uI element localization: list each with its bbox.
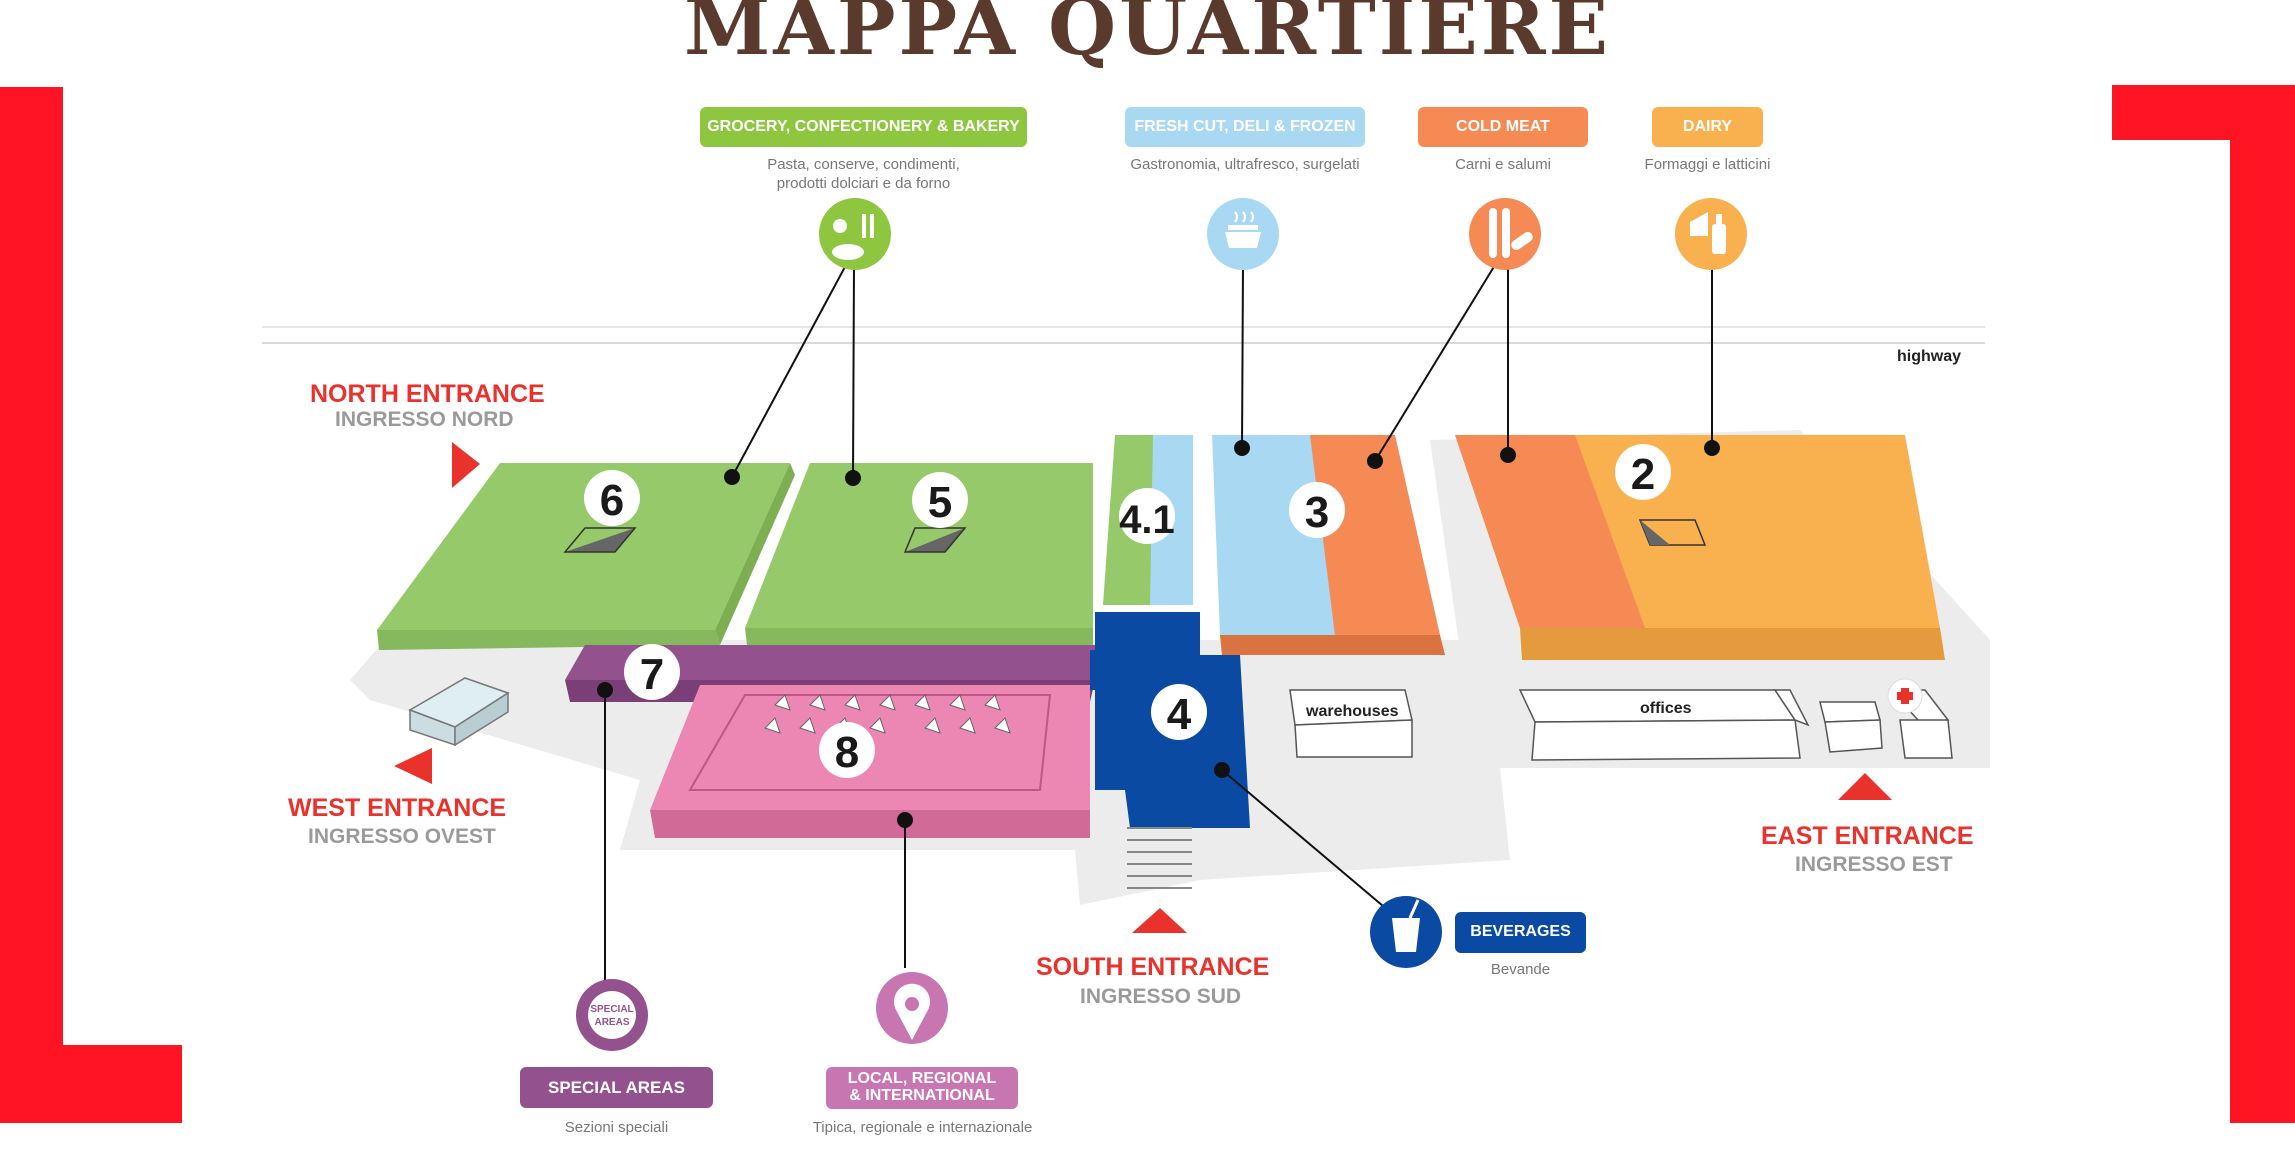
offices-label: offices: [1640, 700, 1692, 717]
local-label-line1: LOCAL, REGIONAL: [847, 1070, 997, 1088]
local-category-pill[interactable]: LOCAL, REGIONAL & INTERNATIONAL: [826, 1067, 1018, 1109]
sausage-icon: [1469, 198, 1541, 270]
bakery-icon: [819, 198, 891, 270]
offices-building: [1518, 689, 1810, 761]
pavilion-3[interactable]: [1212, 435, 1445, 655]
drink-cup-icon: [1370, 896, 1442, 968]
east-entrance-arrow: [1838, 773, 1892, 800]
dairy-category-pill[interactable]: DAIRY: [1652, 107, 1763, 147]
west-entrance-sub: INGRESSO OVEST: [308, 825, 496, 848]
special-icon-text-2: AREAS: [594, 1017, 629, 1028]
north-entrance-arrow: [452, 442, 480, 488]
south-entrance-sub: INGRESSO SUD: [1080, 985, 1242, 1008]
special-areas-desc: Sezioni speciali: [564, 1119, 669, 1136]
cold-meat-desc: Carni e salumi: [1455, 156, 1551, 173]
pavilion-5[interactable]: [745, 463, 1093, 645]
east-entrance-sub: INGRESSO EST: [1795, 853, 1953, 876]
pavilion-6-number: 6: [600, 476, 624, 525]
pavilion-badges: [584, 444, 1671, 778]
connector-lines: [597, 264, 1720, 985]
highway-label: highway: [1897, 348, 1962, 365]
frame-left-foot: [0, 1045, 182, 1123]
pavilion-4-number: 4: [1167, 690, 1192, 739]
frame-right-bar: [2230, 85, 2295, 1123]
beverages-category-pill[interactable]: BEVERAGES: [1455, 912, 1586, 953]
pavilion-6[interactable]: [377, 463, 795, 650]
local-desc: Tipica, regionale e internazionale: [812, 1119, 1033, 1136]
location-pin-icon: [876, 972, 948, 1044]
fresh-category-pill[interactable]: FRESH CUT, DELI & FROZEN: [1125, 107, 1365, 147]
pavilion-4-1-number: 4.1: [1119, 498, 1175, 542]
page-title: MAPPA QUARTIERE: [684, 0, 1611, 73]
pavilion-2-number: 2: [1631, 450, 1655, 499]
north-entrance-sub: INGRESSO NORD: [335, 408, 514, 431]
cold-meat-category-pill[interactable]: COLD MEAT: [1418, 107, 1588, 147]
south-entrance-arrow: [1132, 908, 1187, 933]
south-entrance-label: SOUTH ENTRANCE: [1036, 953, 1270, 981]
fresh-desc: Gastronomia, ultrafresco, surgelati: [1130, 156, 1360, 173]
pavilion-7-number: 7: [640, 650, 664, 699]
west-entrance-label: WEST ENTRANCE: [288, 794, 507, 822]
special-badge-icon: SPECIAL AREAS: [576, 979, 648, 1051]
pavilion-2[interactable]: [1455, 435, 1945, 660]
grocery-desc-1: Pasta, conserve, condimenti,: [767, 156, 960, 173]
east-entrance-label: EAST ENTRANCE: [1761, 822, 1974, 850]
first-aid-icon: [1887, 678, 1923, 714]
local-label-line2: & INTERNATIONAL: [849, 1087, 995, 1104]
north-entrance-label: NORTH ENTRANCE: [310, 380, 545, 408]
warehouses-building: [1289, 689, 1413, 758]
warehouses-label: warehouses: [1306, 703, 1399, 720]
pavilion-5-number: 5: [928, 478, 952, 527]
special-icon-text-1: SPECIAL: [590, 1004, 633, 1015]
west-entrance-arrow: [394, 748, 432, 784]
cheese-milk-icon: [1675, 198, 1747, 270]
pavilion-3-number: 3: [1305, 488, 1329, 537]
frame-left-bar: [0, 87, 63, 1123]
frozen-bowl-icon: [1207, 198, 1279, 270]
pavilion-8-number: 8: [835, 728, 859, 777]
grocery-desc-2: prodotti dolciari e da forno: [776, 175, 951, 192]
dairy-desc: Formaggi e latticini: [1644, 156, 1771, 173]
small-building-west: [408, 677, 510, 747]
beverages-desc: Bevande: [1490, 961, 1551, 978]
special-areas-category-pill[interactable]: SPECIAL AREAS: [520, 1067, 713, 1108]
grocery-category-pill[interactable]: GROCERY, CONFECTIONERY & BAKERY: [700, 107, 1027, 147]
